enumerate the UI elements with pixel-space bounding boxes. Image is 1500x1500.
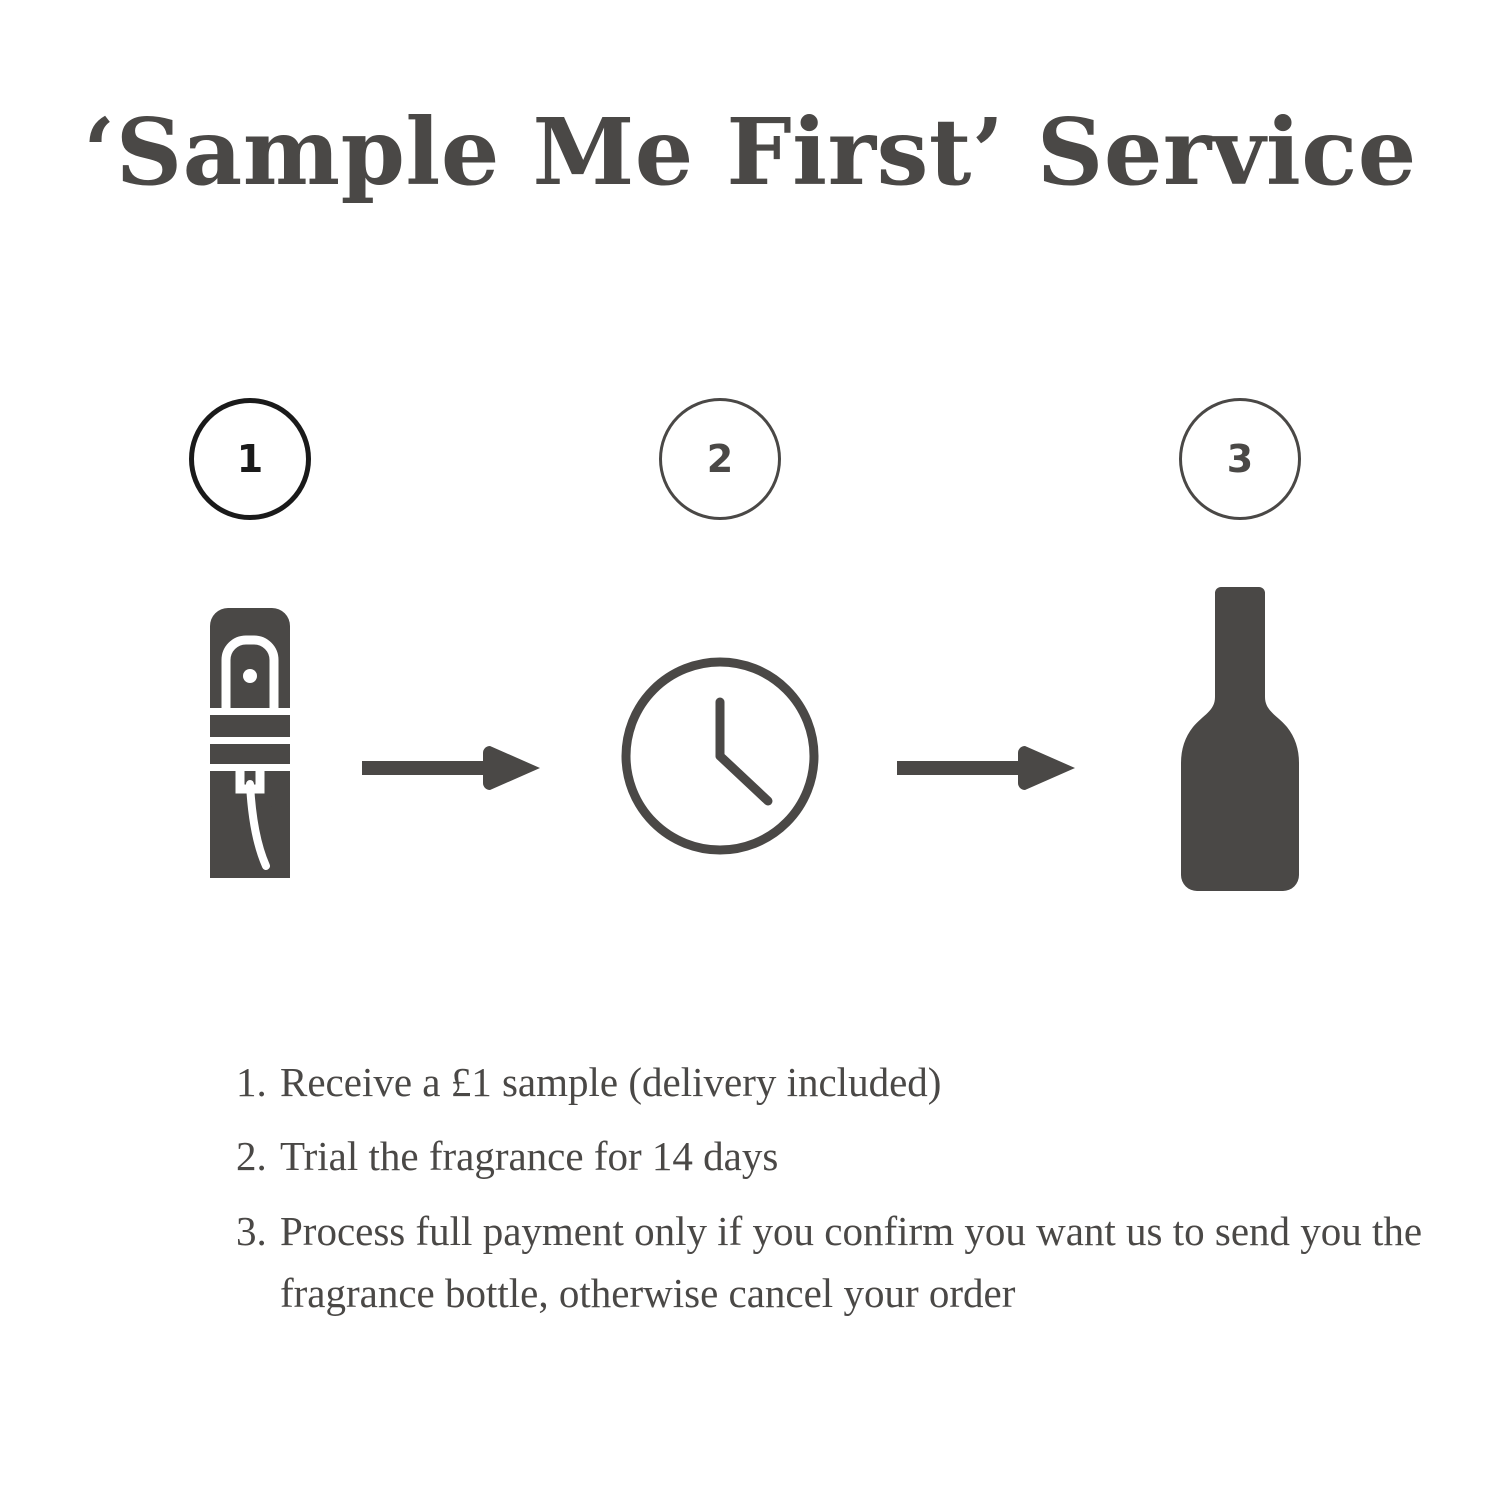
- step-1: 1: [120, 398, 380, 918]
- list-item-marker: 3.: [236, 1207, 267, 1254]
- step-1-number-badge: 1: [189, 398, 311, 520]
- list-item-text: Trial the fragrance for 14 days: [280, 1133, 779, 1180]
- sample-vial-icon: [202, 608, 298, 883]
- list-item-marker: 2.: [236, 1133, 267, 1180]
- step-3: 3: [1110, 398, 1370, 918]
- arrow-right-icon: [897, 742, 1077, 799]
- step-2-number-badge: 2: [659, 398, 781, 520]
- step-1-number: 1: [236, 437, 264, 481]
- arrow-right-icon: [362, 742, 542, 799]
- clock-icon: [617, 653, 823, 864]
- list-item-text: Receive a £1 sample (delivery included): [280, 1059, 942, 1105]
- step-3-number-badge: 3: [1179, 398, 1301, 520]
- steps-row: 1: [0, 398, 1500, 918]
- step-2-number: 2: [706, 437, 734, 481]
- step-2: 2: [590, 398, 850, 918]
- instruction-list: 1. Receive a £1 sample (delivery include…: [196, 1051, 1446, 1336]
- fragrance-bottle-icon: [1175, 583, 1305, 898]
- page-title: ‘Sample Me First’ Service: [83, 98, 1417, 206]
- list-item: 1. Receive a £1 sample (delivery include…: [236, 1051, 1446, 1113]
- list-item: 2. Trial the fragrance for 14 days: [236, 1125, 1446, 1187]
- list-item: 3. Process full payment only if you conf…: [236, 1200, 1446, 1325]
- list-item-text: Process full payment only if you confirm…: [280, 1207, 1423, 1316]
- step-3-number: 3: [1226, 437, 1254, 481]
- list-item-marker: 1.: [236, 1059, 267, 1105]
